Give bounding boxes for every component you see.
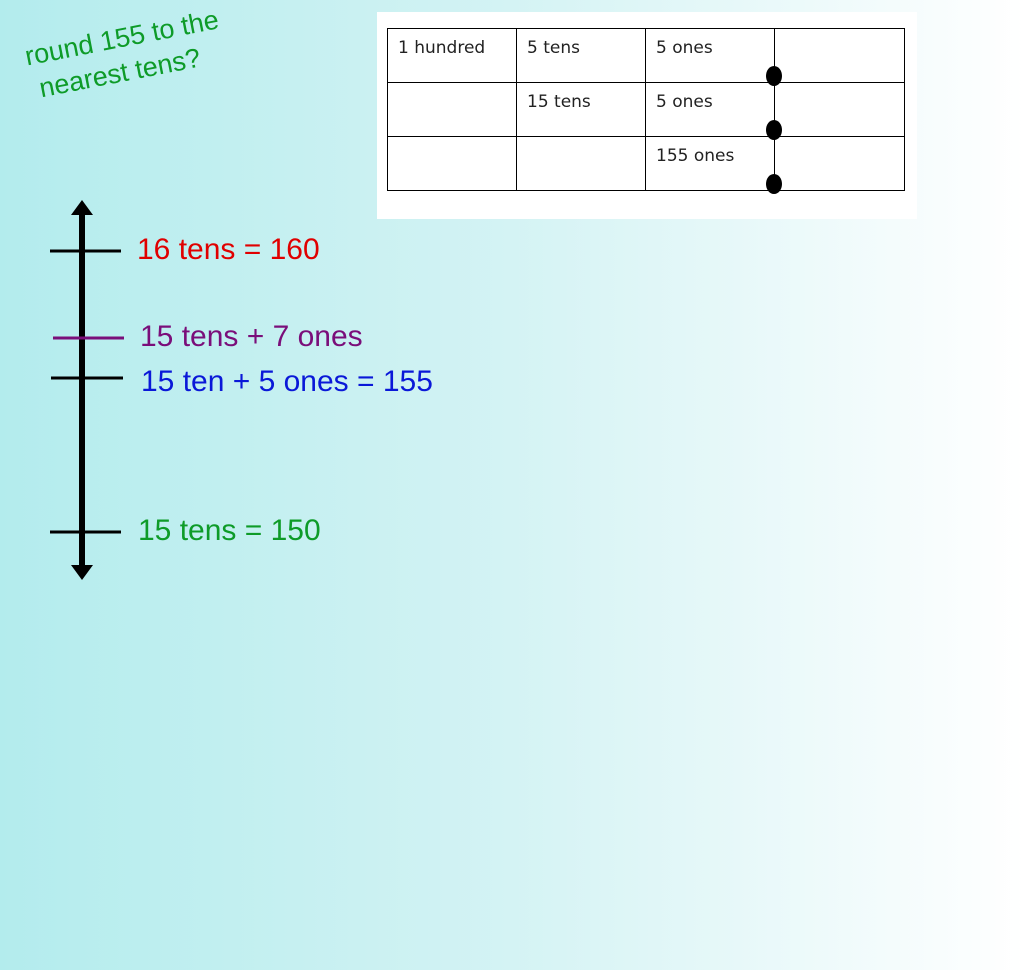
label-157: 15 tens + 7 ones bbox=[140, 320, 363, 353]
label-160: 16 tens = 160 bbox=[137, 233, 320, 266]
table-row: 15 tens 5 ones bbox=[387, 82, 905, 140]
table-cell: 1 hundred bbox=[387, 28, 517, 83]
arrow-up-icon bbox=[71, 200, 93, 215]
table-cell bbox=[387, 82, 517, 137]
arrow-down-icon bbox=[71, 565, 93, 580]
table-cell: 5 ones bbox=[645, 82, 775, 137]
table-cell: 5 ones bbox=[645, 28, 775, 83]
table-cell bbox=[766, 136, 905, 194]
table-cell: 155 ones bbox=[645, 136, 775, 191]
table-row: 1 hundred 5 tens 5 ones bbox=[387, 28, 905, 86]
table-cell bbox=[766, 82, 905, 140]
decimal-dot bbox=[766, 120, 782, 140]
table-cell: 5 tens bbox=[516, 28, 646, 83]
table-cell bbox=[516, 136, 646, 191]
label-155: 15 ten + 5 ones = 155 bbox=[141, 365, 433, 398]
table-cell: 15 tens bbox=[516, 82, 646, 137]
table-cell bbox=[387, 136, 517, 191]
place-value-table-panel: 1 hundred 5 tens 5 ones 15 tens 5 ones 1… bbox=[377, 12, 917, 219]
label-150: 15 tens = 150 bbox=[138, 514, 321, 547]
table-row: 155 ones bbox=[387, 136, 905, 194]
place-value-table: 1 hundred 5 tens 5 ones 15 tens 5 ones 1… bbox=[387, 28, 905, 194]
number-line bbox=[50, 200, 124, 580]
decimal-dot bbox=[766, 66, 782, 86]
table-cell bbox=[766, 28, 905, 86]
decimal-dot bbox=[766, 174, 782, 194]
